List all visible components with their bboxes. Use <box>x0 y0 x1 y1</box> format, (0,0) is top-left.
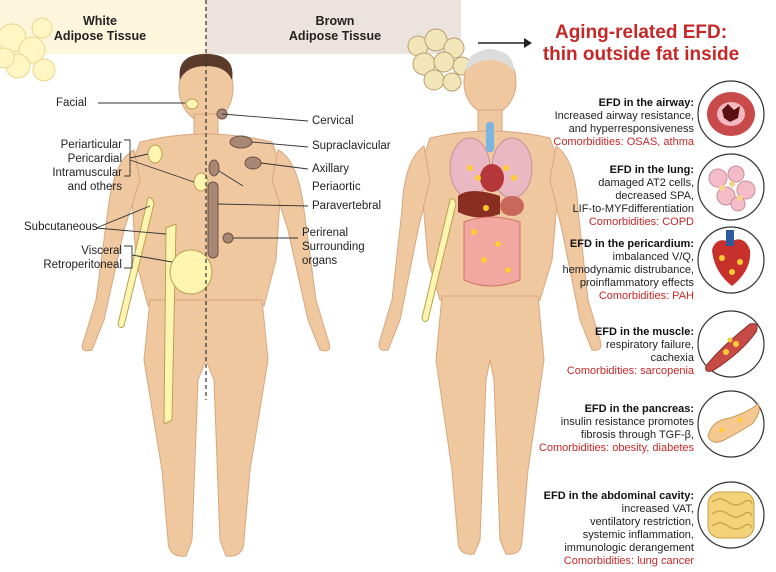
periarticular-fat-deposit <box>147 144 163 164</box>
periaortic-fat-deposit <box>208 159 220 177</box>
left-connector-lines <box>95 102 195 269</box>
brown-header-line1: Brown <box>315 14 355 28</box>
panel-body-line: LIF-to-MYFdifferentiation <box>572 203 694 215</box>
white-header-line2: Adipose Tissue <box>53 29 147 43</box>
panel-body-line: hemodynamic distrubance, <box>562 264 694 276</box>
label-periaortic: Periaortic <box>312 181 361 193</box>
arrow-to-title-icon <box>478 38 532 48</box>
white-adipose-header: White Adipose Tissue <box>40 14 160 44</box>
panel-body-line: immunologic derangement <box>564 542 694 554</box>
panel-pericardium: EFD in the pericardium: imbalanced V/Q, … <box>494 238 694 303</box>
panel-heading: EFD in the abdominal cavity: <box>543 490 694 502</box>
panel-pancreas: EFD in the pancreas: insulin resistance … <box>494 403 694 455</box>
panel-heading: EFD in the muscle: <box>594 326 694 338</box>
supraclavicular-fat-deposit <box>229 135 253 149</box>
panel-body-line: insulin resistance promotes <box>560 416 694 428</box>
white-fat-cells-icon <box>0 17 56 82</box>
panel-heading: EFD in the pericardium: <box>569 238 694 250</box>
panel-body-line: ventilatory restriction, <box>590 516 694 528</box>
panel-body-line: imbalanced V/Q, <box>612 251 694 263</box>
panel-body-line: Increased airway resistance, <box>554 110 694 122</box>
label-facial: Facial <box>56 97 87 109</box>
label-axillary: Axillary <box>312 163 350 175</box>
panel-heading: EFD in the airway: <box>598 97 694 109</box>
right-connector-lines <box>217 113 309 239</box>
axillary-fat-deposit <box>244 156 262 170</box>
title-line2: thin outside fat inside <box>542 44 740 65</box>
panel-heading: EFD in the lung: <box>609 164 694 176</box>
perirenal-fat-deposit <box>222 232 234 244</box>
label-organs: organs <box>302 255 338 267</box>
panel-body-line: fibrosis through TGF-β, <box>580 429 694 441</box>
panel-body-line: increased VAT, <box>621 503 694 515</box>
pancreas-icon <box>697 390 765 458</box>
label-surrounding: Surrounding <box>302 241 365 253</box>
muscle-icon <box>697 310 765 378</box>
hair-icon <box>179 54 233 80</box>
lung-tissue-icon <box>697 153 765 221</box>
panel-body-line: proinflammatory effects <box>579 277 694 289</box>
label-group-periarticular: Periarticular Pericardial Intramuscular … <box>24 138 122 194</box>
white-header-line1: White <box>82 14 118 28</box>
grey-hair-icon <box>466 50 514 72</box>
internal-organs-icon <box>449 122 533 287</box>
panel-body-line: cachexia <box>650 352 694 364</box>
panel-airway: EFD in the airway: Increased airway resi… <box>494 97 694 149</box>
panel-comorbidity: Comorbidities: PAH <box>598 290 694 302</box>
label-perirenal: Perirenal <box>302 227 349 239</box>
label-visceral: Visceral <box>81 245 122 257</box>
title-line1: Aging-related EFD: <box>554 22 728 43</box>
panel-muscle: EFD in the muscle: respiratory failure, … <box>494 326 694 378</box>
label-group-perirenal: Perirenal Surrounding organs <box>302 226 365 268</box>
panel-heading: EFD in the pancreas: <box>584 403 694 415</box>
figure-title: Aging-related EFD: thin outside fat insi… <box>516 22 766 66</box>
panel-comorbidity: Comorbidities: lung cancer <box>563 555 694 567</box>
label-and-others: and others <box>67 181 122 193</box>
label-cervical: Cervical <box>312 115 354 127</box>
panel-body-line: decreased SPA, <box>615 190 694 202</box>
brown-header-line2: Adipose Tissue <box>288 29 382 43</box>
label-retroperitoneal: Retroperitoneal <box>43 259 122 271</box>
brown-fat-cells-icon <box>407 28 472 92</box>
elderly-subcutaneous-fat <box>421 198 457 323</box>
subcutaneous-arm-fat <box>117 197 155 329</box>
panel-comorbidity: Comorbidities: COPD <box>588 216 694 228</box>
panel-body-line: damaged AT2 cells, <box>598 177 694 189</box>
panel-lung: EFD in the lung: damaged AT2 cells, decr… <box>494 164 694 229</box>
heart-icon <box>697 226 765 294</box>
panel-body-line: systemic inflammation, <box>582 529 694 541</box>
label-subcutaneous: Subcutaneous <box>24 221 98 233</box>
visceral-fat-deposit <box>169 249 213 295</box>
panel-comorbidity: Comorbidities: obesity, diabetes <box>538 442 694 454</box>
label-pericardial: Pericardial <box>67 153 122 165</box>
airway-icon <box>697 80 765 148</box>
panel-comorbidity: Comorbidities: OSAS, athma <box>553 136 694 148</box>
label-group-visceral: Visceral Retroperitoneal <box>22 244 122 272</box>
label-paravertebral: Paravertebral <box>312 200 382 212</box>
label-intramuscular: Intramuscular <box>52 167 122 179</box>
intestine-icon <box>697 481 765 549</box>
paravertebral-fat-deposit <box>207 181 219 259</box>
label-periarticular: Periarticular <box>60 139 122 151</box>
panel-body-line: respiratory failure, <box>605 339 694 351</box>
panel-body-line: and hyperresponsiveness <box>568 123 694 135</box>
panel-abdominal-cavity: EFD in the abdominal cavity: increased V… <box>494 490 694 568</box>
brown-adipose-header: Brown Adipose Tissue <box>260 14 410 44</box>
label-supraclavicular: Supraclavicular <box>312 140 391 152</box>
panel-comorbidity: Comorbidities: sarcopenia <box>566 365 694 377</box>
facial-fat-deposit <box>185 98 199 110</box>
